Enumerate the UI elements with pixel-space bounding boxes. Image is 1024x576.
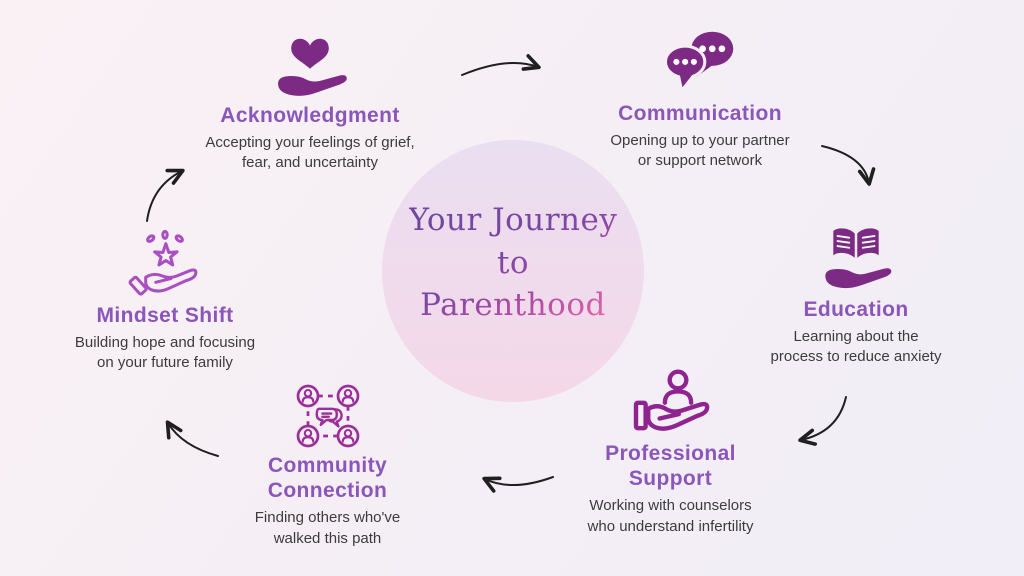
center-circle: Your Journey to Parenthood	[382, 140, 644, 402]
star-in-hand-icon	[128, 229, 198, 296]
stage-title: Education	[803, 298, 909, 321]
stage-description: Learning about the process to reduce anx…	[770, 328, 942, 366]
arrow-left-top	[146, 168, 185, 222]
stage-professional-support: Professional Support Working with counse…	[553, 366, 788, 537]
stage-mindset-shift: Mindset Shift Building hope and focusing…	[45, 228, 285, 374]
diagram-title: Your Journey to Parenthood	[409, 199, 618, 327]
stage-title: Community Connection	[267, 454, 388, 503]
stage-acknowledgment: Acknowledgment Accepting your feelings o…	[160, 28, 460, 174]
arrow-bottom	[482, 476, 554, 493]
arrow-right-bottom	[798, 396, 847, 446]
stage-description: Opening up to your partner or support ne…	[610, 132, 790, 170]
community-group-icon	[296, 384, 359, 448]
stage-title: Professional Support	[605, 442, 736, 491]
stage-description: Finding others who've walked this path	[254, 509, 401, 547]
chat-bubbles-icon	[663, 31, 734, 88]
person-in-hand-icon	[633, 369, 709, 431]
stage-description: Accepting your feelings of grief, fear, …	[205, 134, 415, 172]
arrow-top	[461, 54, 541, 76]
stage-title: Mindset Shift	[96, 304, 234, 327]
book-in-hand-icon	[825, 228, 892, 289]
stage-education: Education Learning about the process to …	[735, 222, 977, 368]
stage-description: Building hope and focusing on your futur…	[74, 334, 256, 372]
stage-title: Acknowledgment	[220, 104, 400, 127]
stage-description: Working with counselors who understand i…	[587, 497, 754, 535]
stage-community-connection: Community Connection Finding others who'…	[210, 376, 445, 549]
stage-communication: Communication Opening up to your partner…	[560, 26, 840, 172]
heart-in-hand-icon	[278, 38, 347, 96]
stage-title: Communication	[618, 102, 782, 125]
